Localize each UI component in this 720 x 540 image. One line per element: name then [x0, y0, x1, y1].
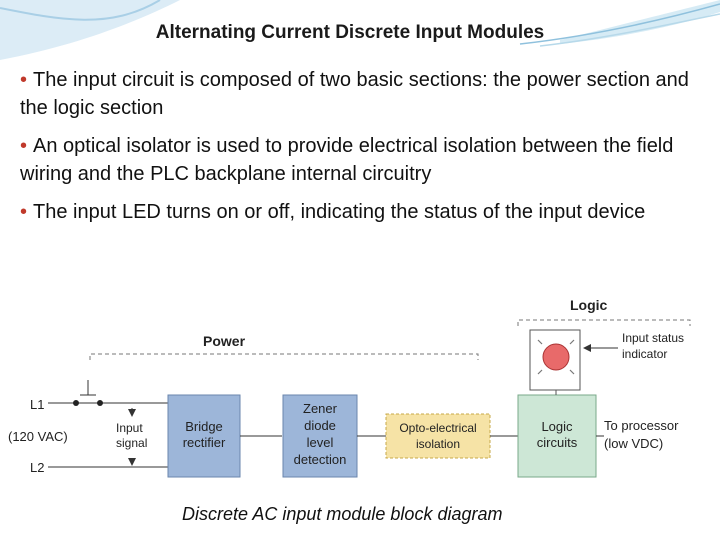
led-status-indicator [542, 343, 570, 371]
logic-circuits-label-2: circuits [537, 435, 578, 450]
bullet-list: •The input circuit is composed of two ba… [20, 66, 710, 236]
led-rays [537, 339, 575, 375]
bullet-marker: • [20, 201, 28, 223]
bullet-text: The input circuit is composed of two bas… [20, 69, 689, 119]
logic-circuits-label-1: Logic [541, 419, 573, 434]
vac-label: (120 VAC) [8, 429, 68, 444]
bullet-text: The input LED turns on or off, indicatin… [33, 201, 646, 223]
status-indicator-label-2: indicator [622, 347, 667, 361]
block-diagram: Logic Power Input status indicator L1 (1… [8, 297, 691, 478]
opto-label-2: isolation [416, 437, 460, 451]
page-title: Alternating Current Discrete Input Modul… [155, 22, 545, 43]
bullet-text: An optical isolator is used to provide e… [20, 135, 674, 185]
bullet-item: •The input LED turns on or off, indicati… [20, 198, 710, 226]
bullet-item: •The input circuit is composed of two ba… [20, 66, 710, 122]
diagram-caption: Discrete AC input module block diagram [182, 504, 503, 524]
bullet-marker: • [20, 135, 28, 157]
bullet-marker: • [20, 69, 28, 91]
status-indicator-label-1: Input status [622, 331, 684, 345]
zener-label-3: level [307, 435, 334, 450]
input-signal-label-1: Input [116, 421, 143, 435]
l2-label: L2 [30, 460, 44, 475]
bridge-label-1: Bridge [185, 419, 223, 434]
to-processor-label-1: To processor [604, 418, 679, 433]
logic-section-label: Logic [570, 297, 608, 313]
l1-label: L1 [30, 397, 44, 412]
power-section-label: Power [203, 333, 246, 349]
to-processor-label-2: (low VDC) [604, 436, 663, 451]
zener-detection-block [282, 394, 358, 478]
input-signal-label-2: signal [116, 436, 147, 450]
zener-label-1: Zener [303, 401, 338, 416]
bullet-item: •An optical isolator is used to provide … [20, 132, 710, 188]
bridge-rectifier-block [167, 394, 241, 478]
zener-label-4: detection [294, 452, 347, 467]
opto-label-1: Opto-electrical [399, 421, 476, 435]
zener-label-2: diode [304, 418, 336, 433]
decorative-wave-header [0, 0, 720, 60]
bridge-label-2: rectifier [183, 435, 226, 450]
